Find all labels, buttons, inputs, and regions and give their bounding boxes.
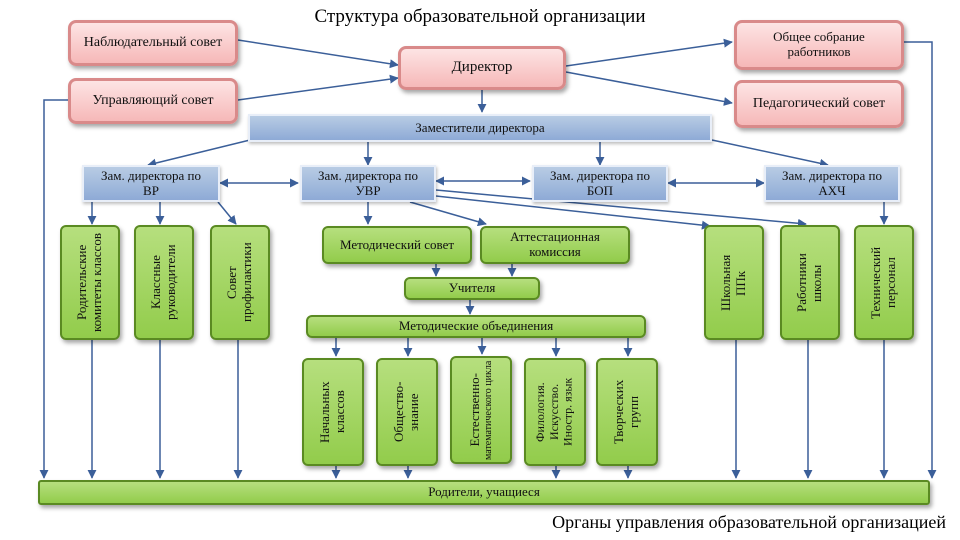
node-ppk-label: Школьная ППк xyxy=(718,254,748,311)
node-filol-label: Филология. Искусство. Иностр. язык xyxy=(533,377,575,447)
node-vr: Зам. директора по ВР xyxy=(82,165,220,202)
node-nach-label: Начальных классов xyxy=(317,381,347,443)
node-zam: Заместители директора xyxy=(248,114,712,142)
node-bop-label: Зам. директора по БОП xyxy=(550,167,650,198)
arrow-uvr-ppk xyxy=(435,195,711,230)
node-bop: Зам. директора по БОП xyxy=(532,165,668,202)
node-metsov-label: Методический совет xyxy=(339,236,455,252)
node-nabl: Наблюдательный совет xyxy=(68,20,238,66)
node-uprav: Управляющий совет xyxy=(68,78,238,124)
node-obshee-label: Общее собрание работников xyxy=(773,29,865,59)
arrow-nabl-director xyxy=(237,39,399,69)
node-obshee: Общее собрание работников xyxy=(734,20,904,70)
node-klruk-label: Классные руководители xyxy=(148,244,178,321)
node-metob-label: Методические объединения xyxy=(398,318,554,334)
node-director: Директор xyxy=(398,46,566,90)
node-uvr: Зам. директора по УВР xyxy=(300,165,436,202)
node-tvor-label: Творческих групп xyxy=(611,379,641,445)
node-estest-label-b: математического цикла xyxy=(482,360,494,460)
node-zam-label: Заместители директора xyxy=(415,119,545,135)
node-uprav-label: Управляющий совет xyxy=(92,92,214,108)
node-ped-label: Педагогический совет xyxy=(752,95,886,111)
node-uchitelya: Учителя xyxy=(404,277,540,300)
arrow-obshee-rod xyxy=(904,41,937,479)
node-tvor: Творческих групп xyxy=(596,358,658,466)
node-rodkom-label: Родительские комитеты классов xyxy=(74,233,104,332)
node-ppk: Школьная ППк xyxy=(704,225,764,340)
node-nabl-label: Наблюдательный совет xyxy=(83,34,223,50)
node-obsh: Общество-знание xyxy=(376,358,438,466)
node-tech: Технический персонал xyxy=(854,225,914,340)
node-ahch: Зам. директора по АХЧ xyxy=(764,165,900,202)
node-sovprof-label: Совет профилактики xyxy=(224,242,254,323)
node-metob: Методические объединения xyxy=(306,315,646,338)
node-uchitelya-label: Учителя xyxy=(448,280,496,296)
node-estest: Естественно- математического цикла xyxy=(450,356,512,464)
node-attest: Аттестационная комиссия xyxy=(480,226,630,264)
arrow-uprav-rod xyxy=(39,99,68,479)
arrow-uvr-attest xyxy=(409,201,487,227)
node-roditeli-label: Родители, учащиеся xyxy=(428,484,540,500)
arrow-uvr-rabot xyxy=(435,189,807,228)
node-obsh-label: Общество-знание xyxy=(391,381,421,443)
node-attest-label: Аттестационная комиссия xyxy=(510,229,600,259)
node-roditeli: Родители, учащиеся xyxy=(38,480,930,505)
node-rodkom: Родительские комитеты классов xyxy=(60,225,120,340)
node-metsov: Методический совет xyxy=(322,226,472,264)
node-ahch-label: Зам. директора по АХЧ xyxy=(782,167,882,198)
arrow-director-ped xyxy=(565,71,733,106)
node-rabot: Работники школы xyxy=(780,225,840,340)
footer-caption: Органы управления образовательной органи… xyxy=(552,512,946,532)
node-ped: Педагогический совет xyxy=(734,80,904,128)
page-title: Структура образовательной организации xyxy=(314,6,646,27)
node-sovprof: Совет профилактики xyxy=(210,225,270,340)
node-klruk: Классные руководители xyxy=(134,225,194,340)
node-rabot-label: Работники школы xyxy=(794,253,824,312)
arrow-zam-vr xyxy=(147,139,251,168)
arrow-director-obshee xyxy=(565,38,733,67)
arrow-zam-ahch xyxy=(711,139,829,168)
node-filol: Филология. Искусство. Иностр. язык xyxy=(524,358,586,466)
node-tech-label: Технический персонал xyxy=(868,246,898,319)
node-vr-label: Зам. директора по ВР xyxy=(101,167,201,198)
node-director-label: Директор xyxy=(451,59,513,76)
node-estest-label-a: Естественно- xyxy=(466,373,482,447)
arrow-uprav-director xyxy=(237,74,399,101)
node-nach: Начальных классов xyxy=(302,358,364,466)
arrow-vr-sovprof xyxy=(217,201,237,225)
node-uvr-label: Зам. директора по УВР xyxy=(318,167,418,198)
